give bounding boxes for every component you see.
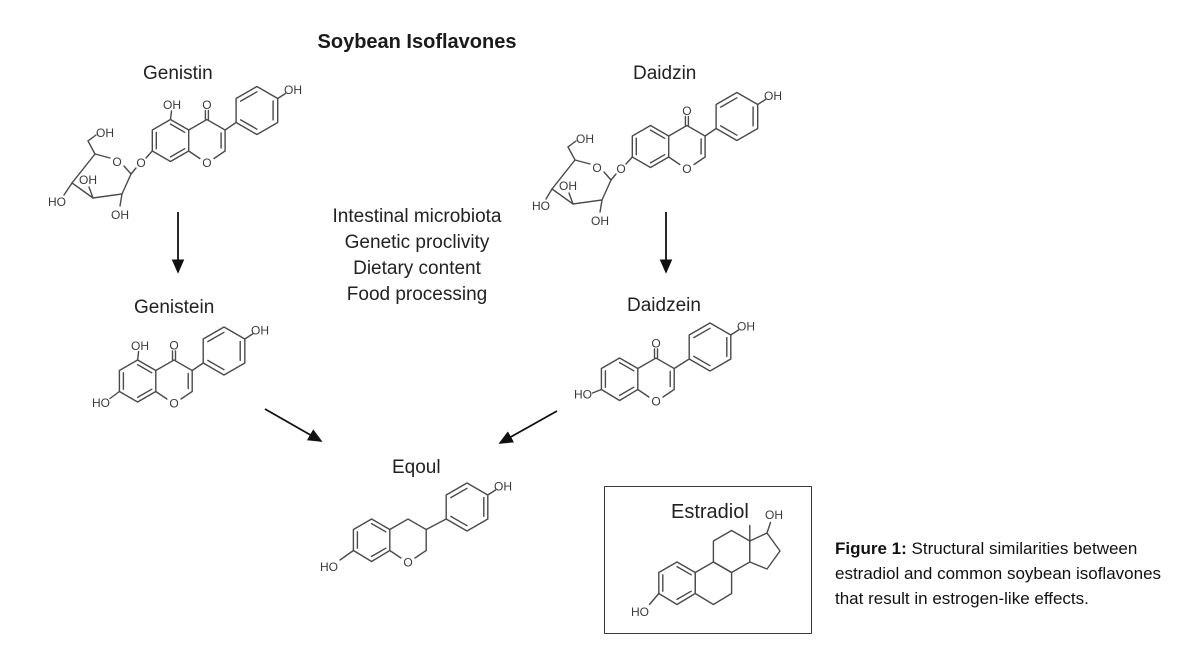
genistin-phenol-oh-label: OH — [284, 83, 302, 97]
factor-line: Food processing — [346, 284, 488, 305]
daidzein-ho7-label: HO — [574, 388, 592, 402]
daidzein-phenol-oh-label: OH — [737, 320, 755, 334]
daidzin-c4-ho-label: HO — [532, 199, 550, 213]
figure-caption: Figure 1: Structural similarities betwee… — [835, 536, 1170, 611]
daidzin-pyran-o-label: O — [682, 162, 691, 176]
daidzin-ketone-o-label: O — [682, 104, 691, 118]
estradiol-box — [604, 486, 812, 634]
factor-line: Genetic proclivity — [344, 232, 490, 253]
equol-phenol-oh-label: OH — [494, 480, 512, 494]
conversion-factors: Intestinal microbiota Genetic proclivity… — [333, 204, 502, 308]
daidzein-pyran-o-label: O — [651, 395, 660, 409]
figure-title: Soybean Isoflavones — [317, 31, 517, 53]
daidzin-label: Daidzin — [633, 63, 697, 84]
genistein-label: Genistein — [134, 297, 215, 318]
daidzin-phenol-oh-label: OH — [764, 89, 782, 103]
genistin-sugar-ring-o-label: O — [112, 155, 121, 169]
daidzein-ketone-o-label: O — [651, 337, 660, 351]
equol-pyran-o-label: O — [403, 556, 412, 570]
genistin-label: Genistin — [143, 63, 213, 84]
genistein-pyran-o-label: O — [169, 397, 178, 411]
caption-label: Figure 1: — [835, 539, 907, 558]
daidzin-structure: O OH HO OH OH O O O — [532, 89, 782, 228]
equol-label: Eqoul — [392, 457, 441, 478]
estradiol-ho3-label: HO — [631, 605, 649, 619]
equol-ho7-label: HO — [320, 560, 338, 574]
genistein-ho7-label: HO — [92, 396, 110, 410]
factor-line: Intestinal microbiota — [332, 206, 502, 227]
genistein-structure: OH HO O O OH — [92, 324, 269, 411]
factor-line: Dietary content — [353, 258, 481, 279]
genistein-phenol-oh-label: OH — [251, 324, 269, 338]
estradiol-label: Estradiol — [671, 501, 749, 523]
arrow-genistein-to-equol — [264, 408, 323, 442]
daidzin-sugar-ring-o-label: O — [592, 161, 601, 175]
equol-structure: HO O OH — [320, 480, 512, 575]
daidzin-glycosidic-o-label: O — [616, 162, 625, 176]
daidzein-structure: HO O O OH — [574, 320, 755, 409]
genistin-pyran-o-label: O — [202, 156, 211, 170]
genistein-ketone-o-label: O — [169, 339, 178, 353]
estradiol-oh17-label: OH — [765, 508, 783, 522]
genistin-c4-ho-label: HO — [48, 195, 66, 209]
genistin-glycosidic-o-label: O — [136, 156, 145, 170]
arrow-daidzein-to-equol — [498, 410, 558, 444]
genistin-oh5-label: OH — [163, 98, 181, 112]
genistin-c3-oh-label: OH — [79, 173, 97, 187]
genistin-ch2oh-label: OH — [96, 126, 114, 140]
genistin-ketone-o-label: O — [202, 98, 211, 112]
daidzein-label: Daidzein — [627, 295, 701, 316]
daidzin-ch2oh-label: OH — [576, 132, 594, 146]
genistein-oh5-label: OH — [131, 339, 149, 353]
caption-text: Structural similarities between estradio… — [835, 539, 1162, 608]
genistin-structure: O OH HO OH OH O O O OH — [48, 83, 302, 222]
estradiol-structure: OH HO — [631, 508, 783, 619]
daidzin-c2-oh-label: OH — [591, 214, 609, 228]
genistin-c2-oh-label: OH — [111, 208, 129, 222]
daidzin-c3-oh-label: OH — [559, 179, 577, 193]
